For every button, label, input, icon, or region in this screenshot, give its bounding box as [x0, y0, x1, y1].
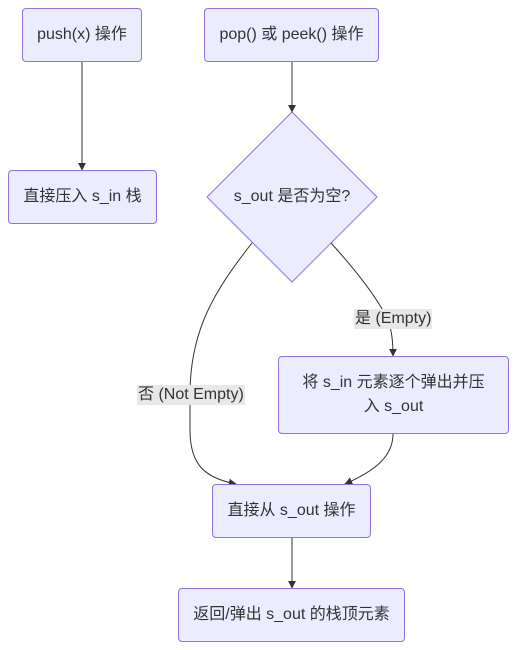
- decision-diamond: [206, 111, 378, 283]
- node-return-top: 返回/弹出 s_out 的栈顶元素: [178, 588, 405, 642]
- node-push-op: push(x) 操作: [22, 8, 142, 62]
- edge-transfer-to-operate: [344, 433, 394, 485]
- node-transfer: 将 s_in 元素逐个弹出并压入 s_out: [278, 356, 509, 434]
- edge-decision-no-to-operate: [189, 242, 253, 487]
- node-push-direct: 直接压入 s_in 栈: [8, 170, 157, 224]
- edge-decision-yes-to-transfer: [330, 242, 397, 357]
- node-operate-out: 直接从 s_out 操作: [212, 484, 371, 538]
- edge-label-no: 否 (Not Empty): [137, 385, 245, 405]
- decision-label: s_out 是否为空?: [233, 188, 351, 205]
- node-pop-peek-op: pop() 或 peek() 操作: [204, 8, 379, 62]
- edge-label-yes: 是 (Empty): [354, 309, 433, 329]
